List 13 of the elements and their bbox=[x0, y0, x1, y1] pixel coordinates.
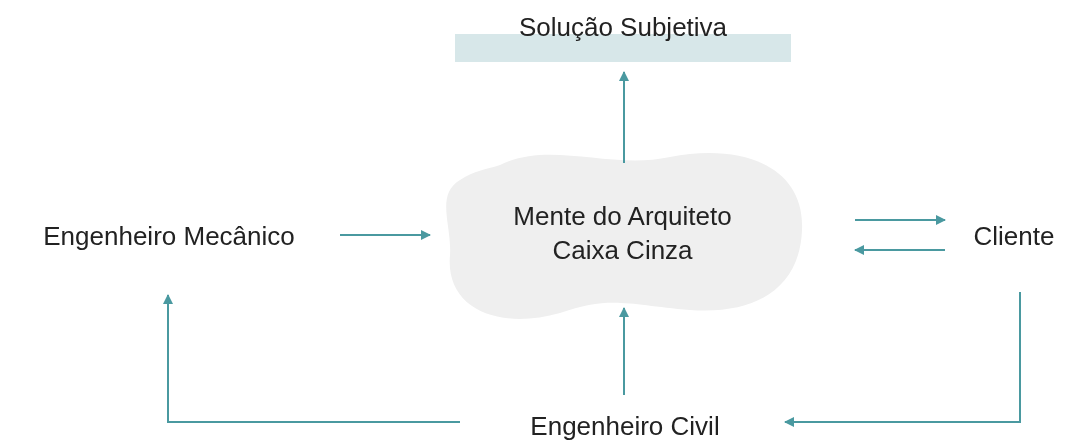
arrow bbox=[163, 294, 461, 423]
arrow bbox=[784, 291, 1021, 427]
arrow bbox=[339, 230, 431, 240]
node-label: Mente do Arquiteto bbox=[513, 199, 732, 233]
node-label: Engenheiro Civil bbox=[530, 410, 720, 443]
node-label: Solução Subjetiva bbox=[518, 11, 728, 44]
arrow bbox=[854, 215, 946, 225]
arrow bbox=[619, 71, 629, 164]
node-label: Engenheiro Mecânico bbox=[43, 220, 295, 253]
arrow bbox=[854, 245, 946, 255]
arrow bbox=[619, 307, 629, 396]
node-label: Caixa Cinza bbox=[552, 233, 693, 267]
node-label: Cliente bbox=[973, 220, 1055, 253]
